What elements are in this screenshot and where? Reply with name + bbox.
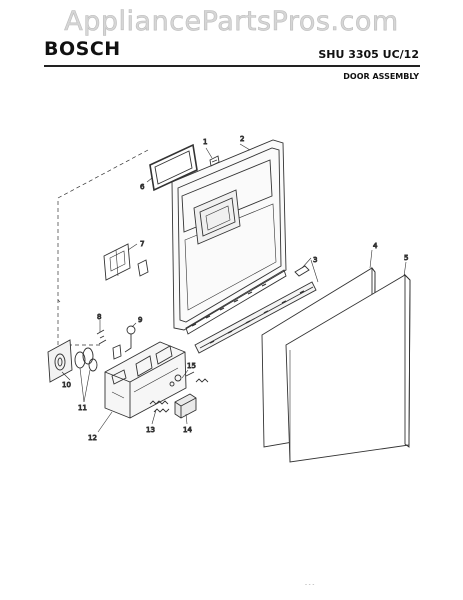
seal-rings [74,347,98,372]
header-rule [44,65,420,67]
latch-plate [103,243,131,281]
dashed-connector-2 [57,299,61,303]
callout-14: 14 [183,426,192,434]
callout-5: 5 [404,254,408,262]
control-housing [104,341,187,419]
brand-logo: BOSCH [44,38,121,60]
callout-11: 11 [78,404,87,412]
inner-door-panel [171,139,287,335]
callout-8: 8 [97,313,101,321]
footer-marks: - - - [305,582,315,588]
callout-2: 2 [240,135,244,143]
leader-lines [61,143,407,433]
callout-15: 15 [187,362,196,370]
callout-13: 13 [146,426,155,434]
dispenser-gasket [149,143,198,192]
callout-6: 6 [140,183,145,191]
section-title: DOOR ASSEMBLY [343,72,419,81]
handle-bracket [47,339,73,383]
pins-15 [169,371,195,387]
callout-12: 12 [88,434,97,442]
callout-4: 4 [373,242,378,250]
dashed-connector [57,149,149,346]
clip-part [137,259,149,277]
pin-parts [96,325,136,360]
screw-part [209,155,220,167]
latch-block [174,393,197,419]
outer-door-panel [285,273,411,463]
hinge-rail [194,265,317,354]
callout-7: 7 [140,240,144,248]
callout-1: 1 [203,138,207,146]
callout-9: 9 [138,316,142,324]
springs [149,378,209,413]
callout-10: 10 [62,381,71,389]
callout-3: 3 [313,256,317,264]
watermark: AppliancePartsPros.com [64,6,399,38]
model-number: SHU 3305 UC/12 [318,48,419,61]
